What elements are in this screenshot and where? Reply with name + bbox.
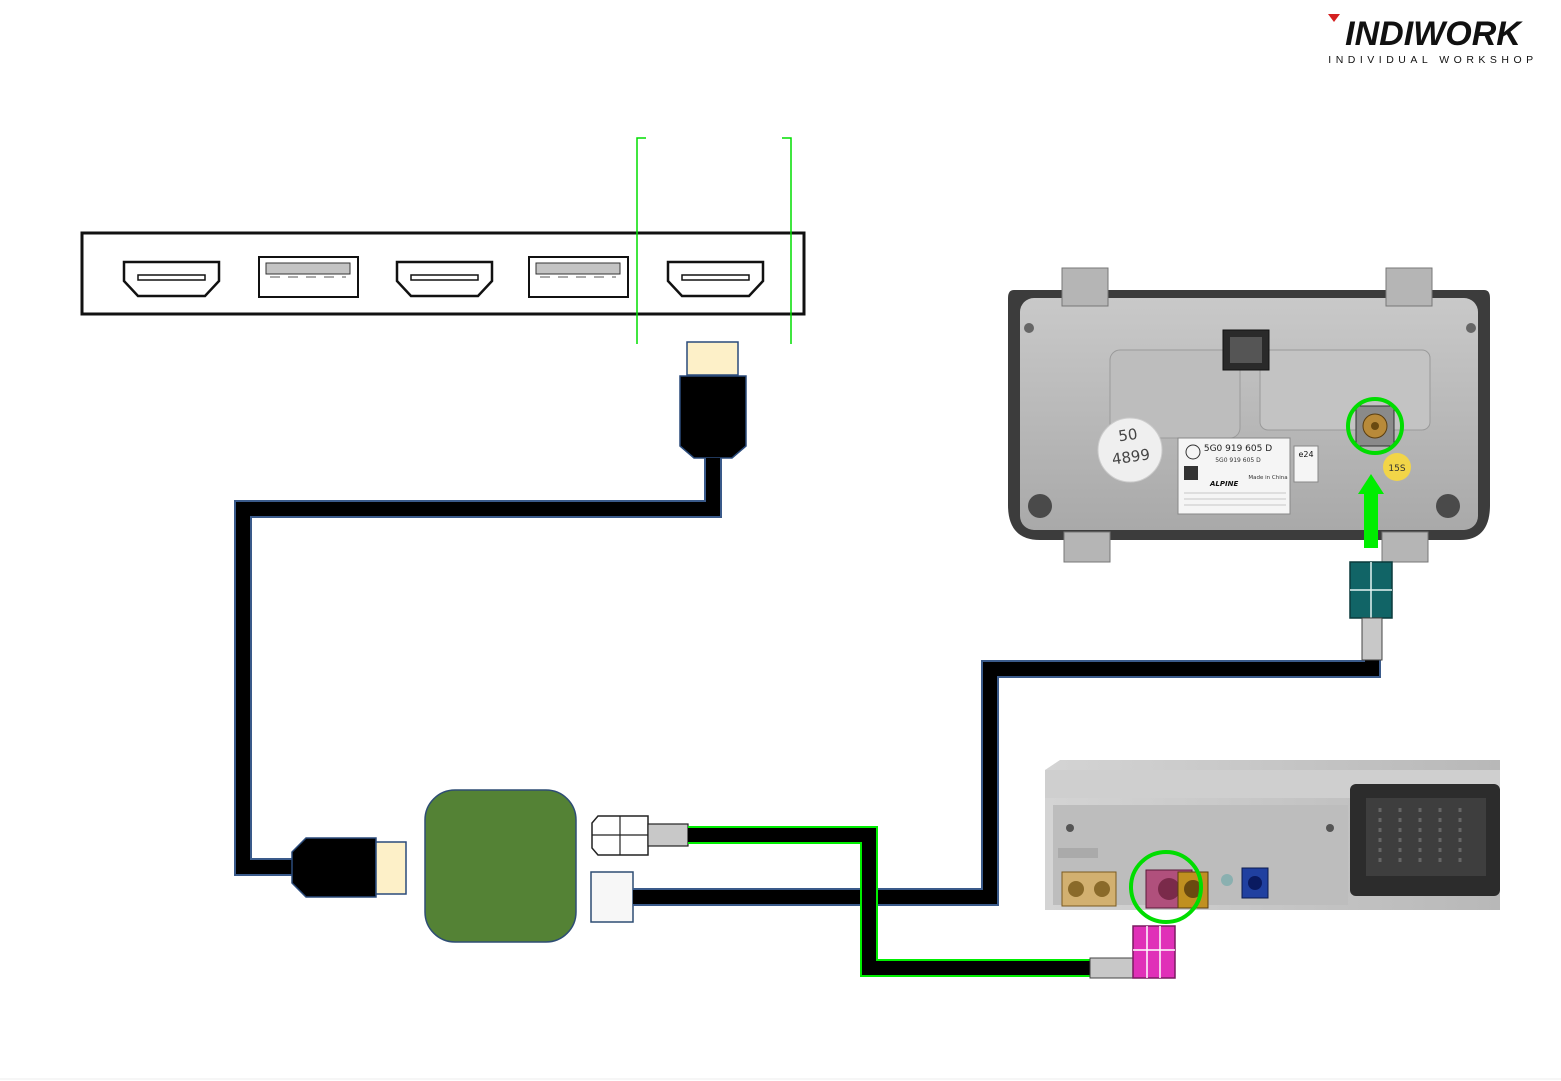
brand-tagline: INDIVIDUAL WORKSHOP (1328, 54, 1537, 66)
label-e-mark: e24 (1298, 450, 1313, 459)
usb-port-1 (259, 257, 358, 297)
fakra-plug-magenta (1090, 926, 1175, 978)
adapter-fakra-input (591, 872, 633, 922)
label-part-number: 5G0 919 605 D (1204, 444, 1272, 454)
brand-name: INDIWORK (1345, 15, 1523, 53)
label-made-in: Made in China (1248, 475, 1287, 481)
adapter-box (425, 790, 576, 942)
hdmi-port-2 (397, 262, 492, 296)
label-part-number-2: 5G0 919 605 D (1215, 457, 1261, 464)
radio-unit (1045, 760, 1500, 910)
handwritten-note-top: 50 (1117, 425, 1138, 445)
logo-accent-icon (1328, 14, 1340, 22)
display-unit: 50 4899 5G0 919 605 D 5G0 919 605 D ALPI… (1008, 268, 1490, 562)
adapter-fakra-output (592, 816, 688, 855)
sticker-text: 15S (1388, 464, 1405, 474)
hdmi-plug-bottom (292, 838, 406, 897)
port-panel (82, 233, 804, 314)
hdmi-port-1 (124, 262, 219, 296)
usb-port-2 (529, 257, 628, 297)
hdmi-port-3 (668, 262, 763, 296)
fakra-plug-teal (1350, 562, 1392, 660)
label-brand: ALPINE (1209, 480, 1238, 488)
hdmi-plug-top (680, 342, 746, 458)
brand-logo: INDIWORK INDIVIDUAL WORKSHOP (1328, 14, 1538, 66)
